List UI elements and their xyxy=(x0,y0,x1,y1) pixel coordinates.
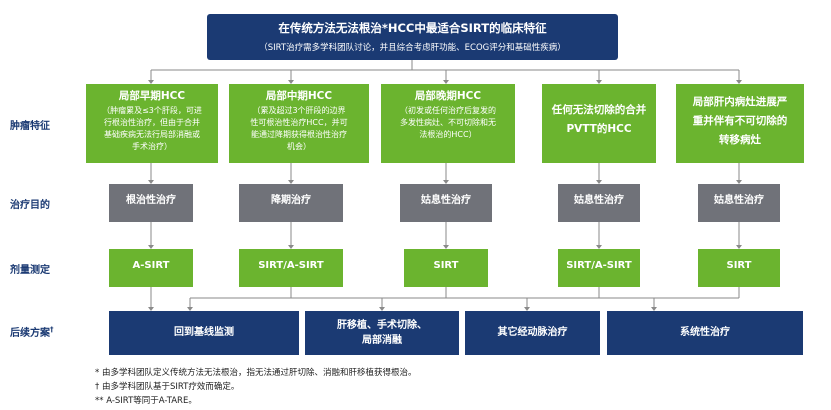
row-label-followup: 后续方案† xyxy=(10,324,54,339)
goal-box: 姑息性治疗 xyxy=(558,184,640,222)
dose-box: A-SIRT xyxy=(109,249,193,287)
diagram-title: 在传统方法无法根治*HCC中最适合SIRT的临床特征 xyxy=(278,21,547,35)
diagram-subtitle: （SIRT治疗需多学科团队讨论，并且综合考虑肝功能、ECOG评分和基础性疾病） xyxy=(259,43,566,53)
tumor-heading-line: 转移病灶 xyxy=(719,134,761,146)
tumor-detail: （累及超过3个肝段的边界 性可根治性治疗HCC，并可 能通过降期获得根治性治疗 … xyxy=(229,105,369,153)
tumor-box-pvtt: 任何无法切除的合并 PVTT的HCC xyxy=(542,84,656,163)
followup-other-arterial: 其它经动脉治疗 xyxy=(465,311,600,355)
dose-box: SIRT/A-SIRT xyxy=(558,249,640,287)
footnote: ** A-SIRT等同于A-TARE。 xyxy=(95,396,197,406)
tumor-box-advanced: 局部晚期HCC （初发或任何治疗后复发的 多发性病灶、不可切除和无 法根治的HC… xyxy=(381,84,515,163)
goal-box: 降期治疗 xyxy=(239,184,343,222)
tumor-heading: 局部早期HCC xyxy=(118,90,186,102)
tumor-detail-line: （累及超过3个肝段的边界 xyxy=(252,106,346,115)
tumor-detail-line: 法根治的HCC） xyxy=(419,130,477,139)
tumor-heading-line: 重并伴有不可切除的 xyxy=(692,115,788,127)
tumor-heading-line: 任何无法切除的合并 xyxy=(551,104,647,116)
row-label-followup-mark: † xyxy=(50,325,54,334)
followup-transplant-line: 局部消融 xyxy=(362,335,402,346)
tumor-box-intermediate: 局部中期HCC （累及超过3个肝段的边界 性可根治性治疗HCC，并可 能通过降期… xyxy=(229,84,369,163)
tumor-detail-line: （初发或任何治疗后复发的 xyxy=(400,106,496,115)
row-label-goal: 治疗目的 xyxy=(10,200,50,211)
goal-box: 根治性治疗 xyxy=(109,184,193,222)
tumor-box-metastatic: 局部肝内病灶进展严 重并伴有不可切除的 转移病灶 xyxy=(676,84,804,163)
goal-box: 姑息性治疗 xyxy=(698,184,780,222)
tumor-detail-line: 能通过降期获得根治性治疗 xyxy=(251,130,347,139)
row-label-tumor: 肿瘤特征 xyxy=(10,121,50,132)
tumor-box-early: 局部早期HCC （肿瘤累及≤3个肝段，可进 行根治性治疗，但由于合并 基础疾病无… xyxy=(86,84,218,163)
dose-box: SIRT xyxy=(404,249,488,287)
tumor-detail-line: 性可根治性治疗HCC，并可 xyxy=(250,118,348,127)
row-label-followup-text: 后续方案 xyxy=(10,328,50,339)
followup-transplant: 肝移植、手术切除、 局部消融 xyxy=(305,311,459,355)
dose-box: SIRT xyxy=(698,249,780,287)
followup-baseline: 回到基线监测 xyxy=(109,311,299,355)
followup-transplant-line: 肝移植、手术切除、 xyxy=(337,320,427,331)
tumor-detail-line: 机会） xyxy=(287,142,311,151)
tumor-heading: 局部晚期HCC xyxy=(414,90,482,102)
tumor-detail: （肿瘤累及≤3个肝段，可进 行根治性治疗，但由于合并 基础疾病无法行局部消融或 … xyxy=(86,105,218,153)
tumor-heading-line: PVTT的HCC xyxy=(566,123,632,135)
followup-systemic: 系统性治疗 xyxy=(607,311,803,355)
footnote: * 由多学科团队定义传统方法无法根治，指无法通过肝切除、消融和肝移植获得根治。 xyxy=(95,368,417,378)
footnote: † 由多学科团队基于SIRT疗效而确定。 xyxy=(95,382,240,392)
tumor-heading-line: 局部肝内病灶进展严 xyxy=(692,96,788,108)
tumor-heading: 局部中期HCC xyxy=(265,90,333,102)
tumor-detail: （初发或任何治疗后复发的 多发性病灶、不可切除和无 法根治的HCC） xyxy=(381,105,515,141)
tumor-detail-line: 行根治性治疗，但由于合并 xyxy=(104,118,200,127)
row-label-dose: 剂量测定 xyxy=(10,265,50,276)
goal-box: 姑息性治疗 xyxy=(400,184,492,222)
diagram-title-box: 在传统方法无法根治*HCC中最适合SIRT的临床特征 （SIRT治疗需多学科团队… xyxy=(207,14,618,60)
tumor-detail-line: 多发性病灶、不可切除和无 xyxy=(400,118,496,127)
tumor-detail-line: （肿瘤累及≤3个肝段，可进 xyxy=(102,106,202,115)
tumor-detail-line: 基础疾病无法行局部消融或 xyxy=(104,130,200,139)
dose-box: SIRT/A-SIRT xyxy=(239,249,343,287)
tumor-detail-line: 手术治疗） xyxy=(132,142,172,151)
